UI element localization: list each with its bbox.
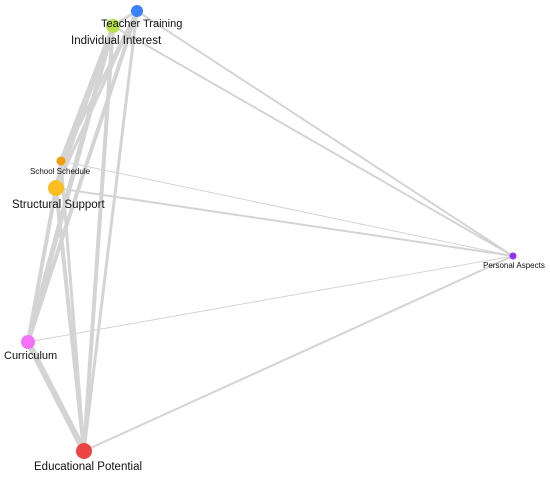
nodes-layer (21, 5, 517, 459)
node-label-personal-aspects: Personal Aspects (483, 261, 545, 270)
node-label-structural-support: Structural Support (12, 199, 105, 211)
node-label-educational-potential: Educational Potential (34, 461, 142, 473)
edge-structural-support-curriculum (26, 186, 58, 344)
edge-teacher-training-curriculum (26, 9, 139, 344)
edge-teacher-training-personal-aspects (136, 10, 514, 257)
node-individual-interest[interactable] (106, 19, 120, 33)
edge-school-schedule-personal-aspects (60, 160, 514, 257)
edge-personal-aspects-curriculum (27, 255, 514, 343)
node-label-curriculum: Curriculum (4, 350, 57, 362)
edge-individual-interest-educational-potential (82, 24, 115, 453)
edge-curriculum-educational-potential (25, 339, 87, 454)
edge-teacher-training-educational-potential (82, 9, 139, 453)
edge-personal-aspects-educational-potential (83, 255, 514, 452)
edges-layer (25, 9, 514, 454)
node-label-individual-interest: Individual Interest (71, 35, 162, 47)
node-curriculum[interactable] (21, 335, 35, 349)
node-teacher-training[interactable] (131, 5, 143, 17)
edge-teacher-training-structural-support (54, 9, 139, 190)
edge-structural-support-educational-potential (54, 186, 86, 453)
node-label-teacher-training: Teacher Training (101, 18, 182, 30)
node-school-schedule[interactable] (56, 156, 66, 166)
edge-individual-interest-personal-aspects (112, 25, 514, 257)
edge-structural-support-personal-aspects (55, 187, 514, 257)
node-educational-potential[interactable] (76, 443, 92, 459)
edge-individual-interest-curriculum (25, 23, 116, 345)
node-structural-support[interactable] (48, 180, 64, 196)
node-personal-aspects[interactable] (509, 252, 517, 260)
node-label-school-schedule: School Schedule (30, 167, 91, 176)
